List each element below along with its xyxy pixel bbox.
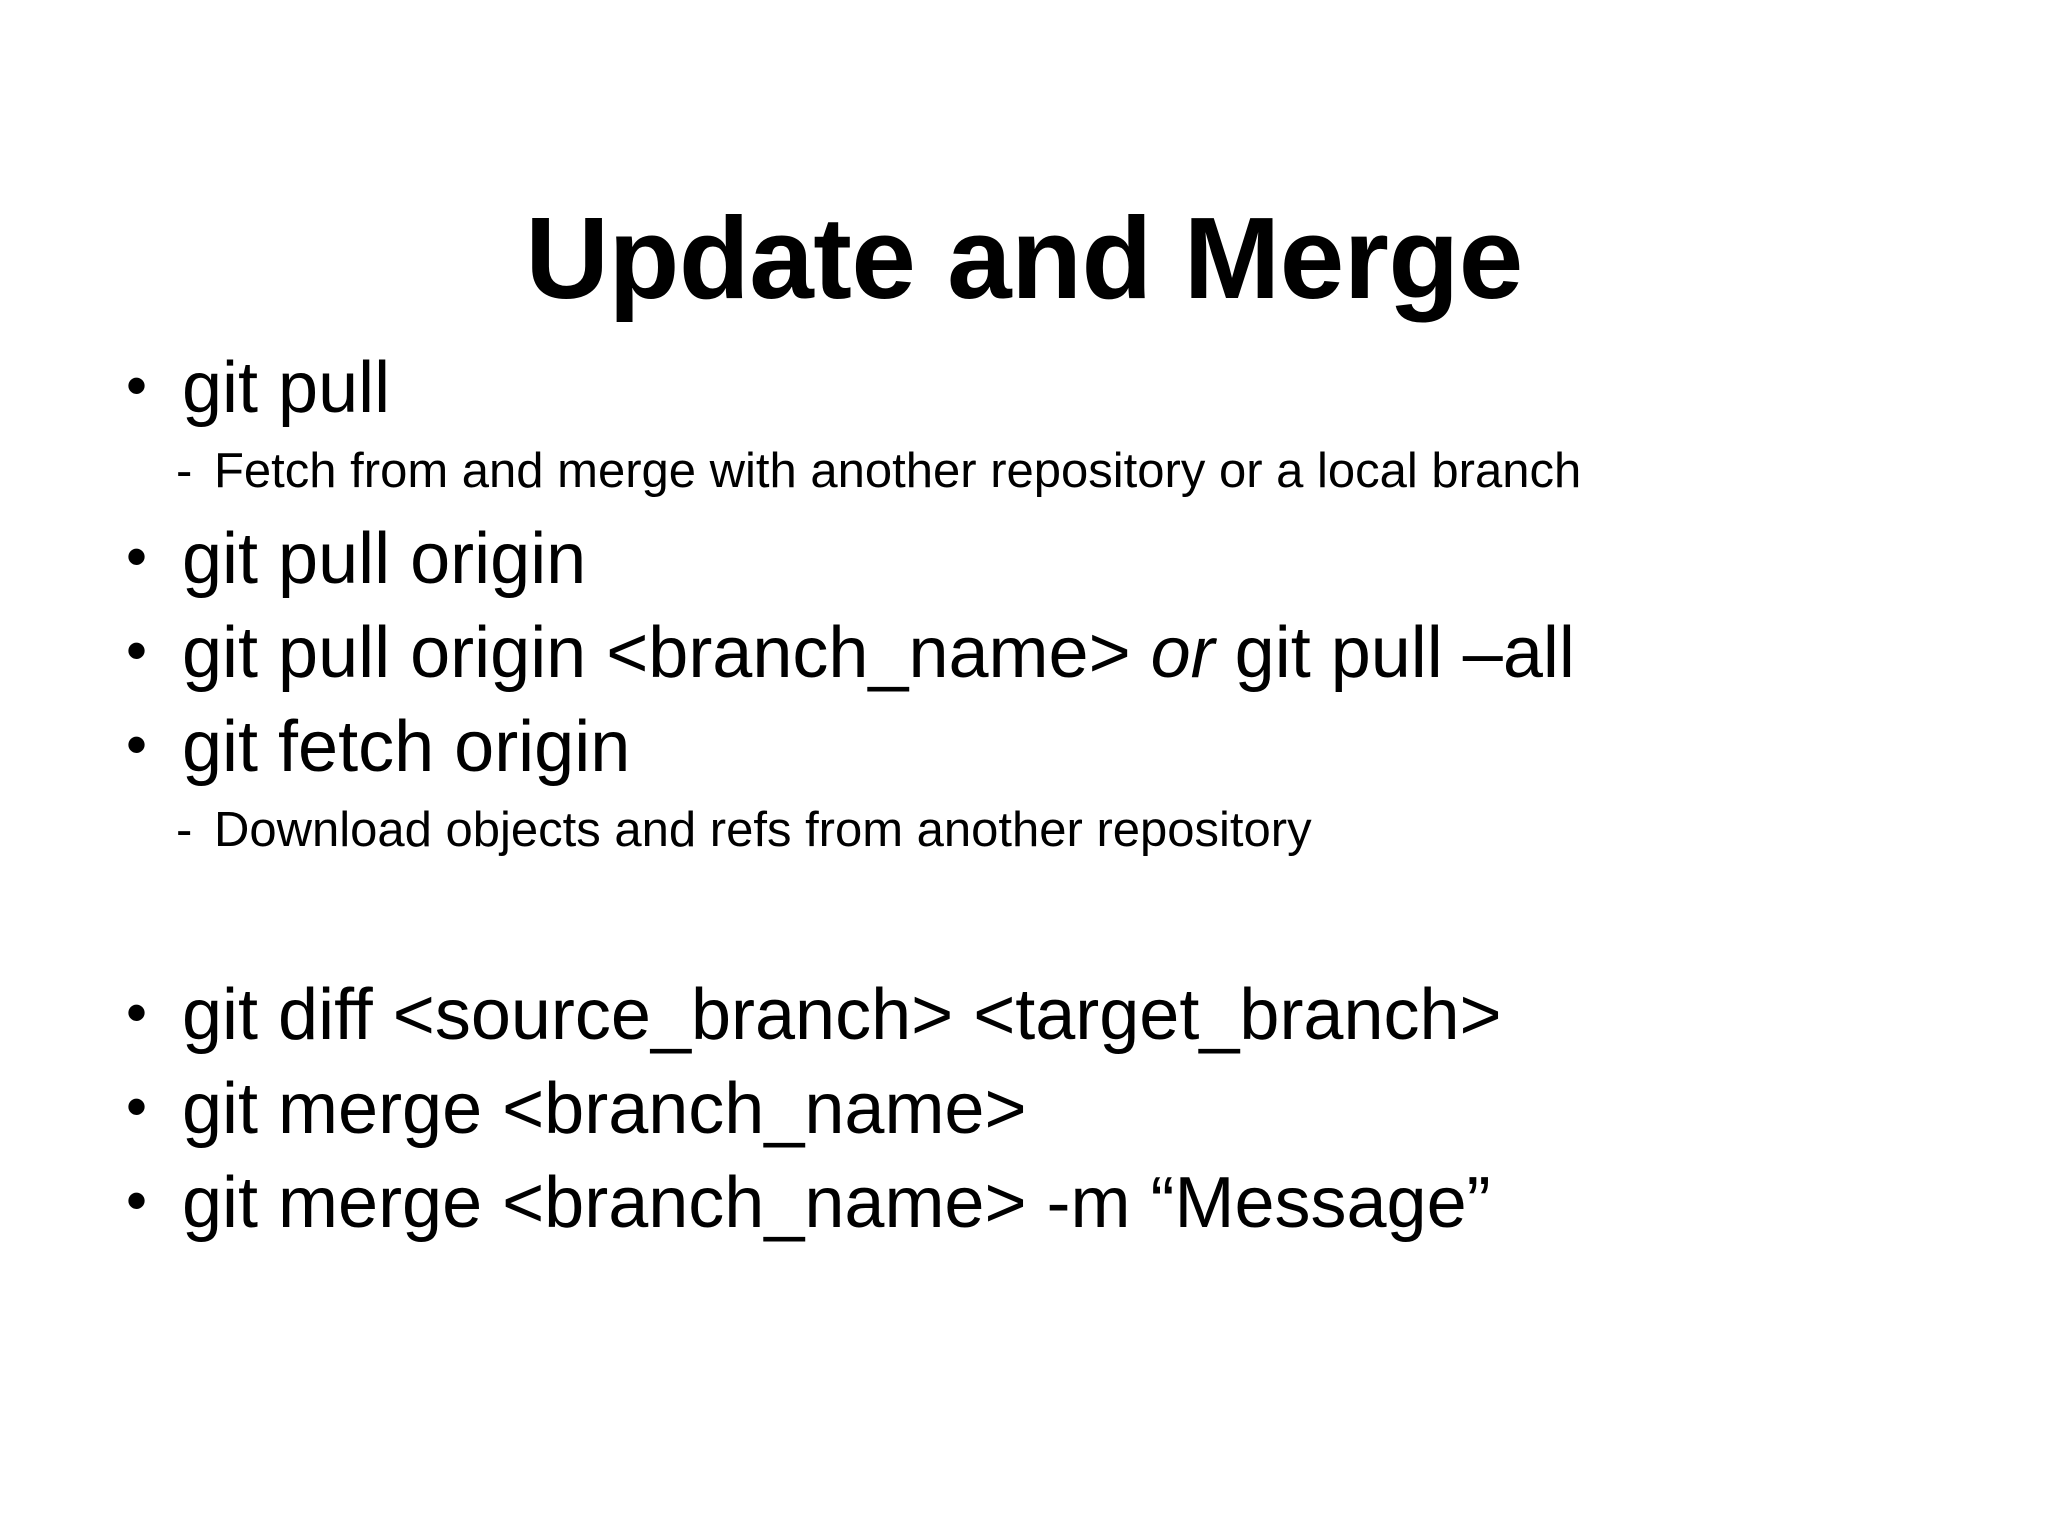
list-item: • git diff <source_branch> <target_branc…	[120, 979, 2020, 1051]
list-item: • git merge <branch_name> -m “Message”	[120, 1167, 2020, 1239]
bullet-marker-icon: •	[126, 523, 148, 591]
page-title: Update and Merge	[525, 192, 1523, 323]
bullet-list: • git pull - Fetch from and merge with a…	[120, 352, 2020, 1261]
bullet-marker-icon: •	[126, 352, 148, 419]
list-item: • git pull	[120, 352, 2020, 424]
sub-list-item-label: Download objects and refs from another r…	[214, 803, 1312, 858]
sub-list-item: - Download objects and refs from another…	[120, 803, 2020, 858]
bullet-marker-icon: •	[126, 1072, 148, 1140]
bullet-marker-icon: •	[126, 1166, 148, 1234]
list-item-label: git merge <branch_name>	[182, 1068, 1027, 1149]
sub-list-item-label: Fetch from and merge with another reposi…	[214, 444, 1582, 498]
list-item: • git pull origin <branch_name> or git p…	[120, 617, 2020, 689]
bullet-marker-icon: •	[126, 978, 148, 1046]
list-item-label-emphasis: or	[1150, 613, 1215, 694]
list-item: • git merge <branch_name>	[120, 1073, 2020, 1145]
list-spacer	[120, 883, 2020, 979]
sub-list-item: - Fetch from and merge with another repo…	[120, 444, 2020, 498]
list-item-label: git pull origin	[182, 519, 587, 600]
list-item-label-part: git pull origin <branch_name>	[182, 613, 1151, 694]
list-item: • git fetch origin	[120, 711, 2020, 783]
bullet-marker-icon: •	[126, 711, 148, 779]
dash-marker-icon: -	[176, 444, 193, 498]
list-item: • git pull origin	[120, 523, 2020, 595]
bullet-marker-icon: •	[126, 617, 148, 685]
dash-marker-icon: -	[176, 803, 193, 858]
list-item-label: git fetch origin	[182, 707, 631, 788]
list-item-label: git merge <branch_name> -m “Message”	[182, 1162, 1491, 1243]
list-item-label: git diff <source_branch> <target_branch>	[182, 974, 1502, 1055]
list-item-label: git pull origin <branch_name> or git pul…	[182, 617, 1575, 689]
list-item-label-part: git pull –all	[1214, 613, 1575, 694]
list-item-label: git pull	[182, 348, 391, 428]
